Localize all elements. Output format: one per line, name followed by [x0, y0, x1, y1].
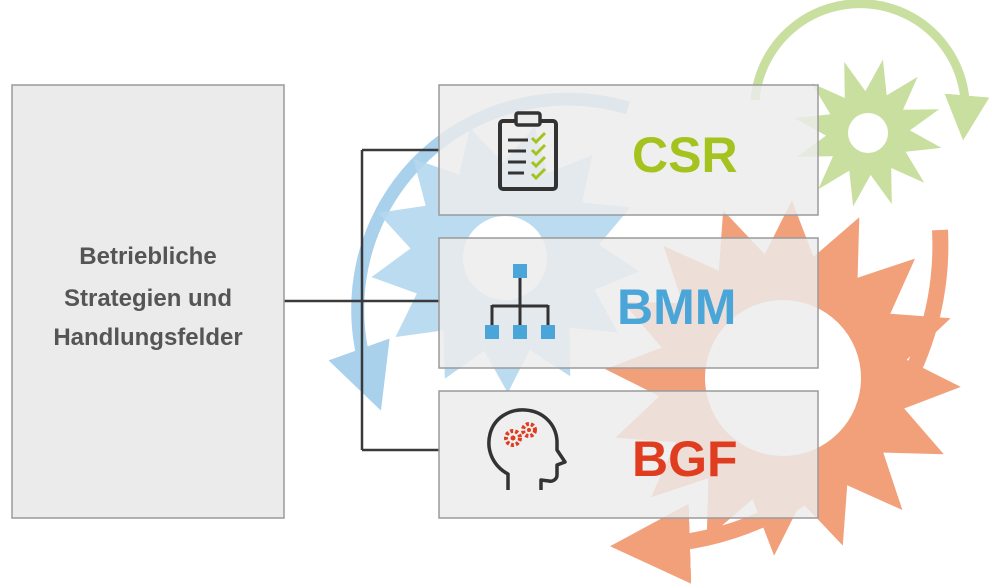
head-gears-icon — [487, 408, 567, 490]
connector-lines — [284, 148, 440, 452]
bmm-label: BMM — [617, 279, 736, 335]
clipboard-checklist-icon — [498, 111, 558, 191]
gear-group-green — [750, 0, 990, 207]
left-box: Betriebliche Strategien und Handlungsfel… — [11, 84, 285, 519]
left-box-line-1: Betriebliche — [79, 243, 216, 270]
orange-circular-arrow — [610, 229, 949, 584]
csr-box: CSR — [438, 84, 819, 216]
bmm-box: BMM — [438, 237, 819, 369]
org-chart-icon — [485, 264, 555, 339]
green-gear-icon — [794, 59, 942, 207]
left-box-line-2: Strategien und — [64, 285, 232, 312]
left-box-line-3: Handlungsfelder — [53, 324, 242, 351]
bgf-label: BGF — [632, 431, 738, 487]
green-circular-arrow — [750, 0, 990, 141]
bgf-box: BGF — [438, 390, 819, 519]
csr-label: CSR — [632, 127, 738, 183]
